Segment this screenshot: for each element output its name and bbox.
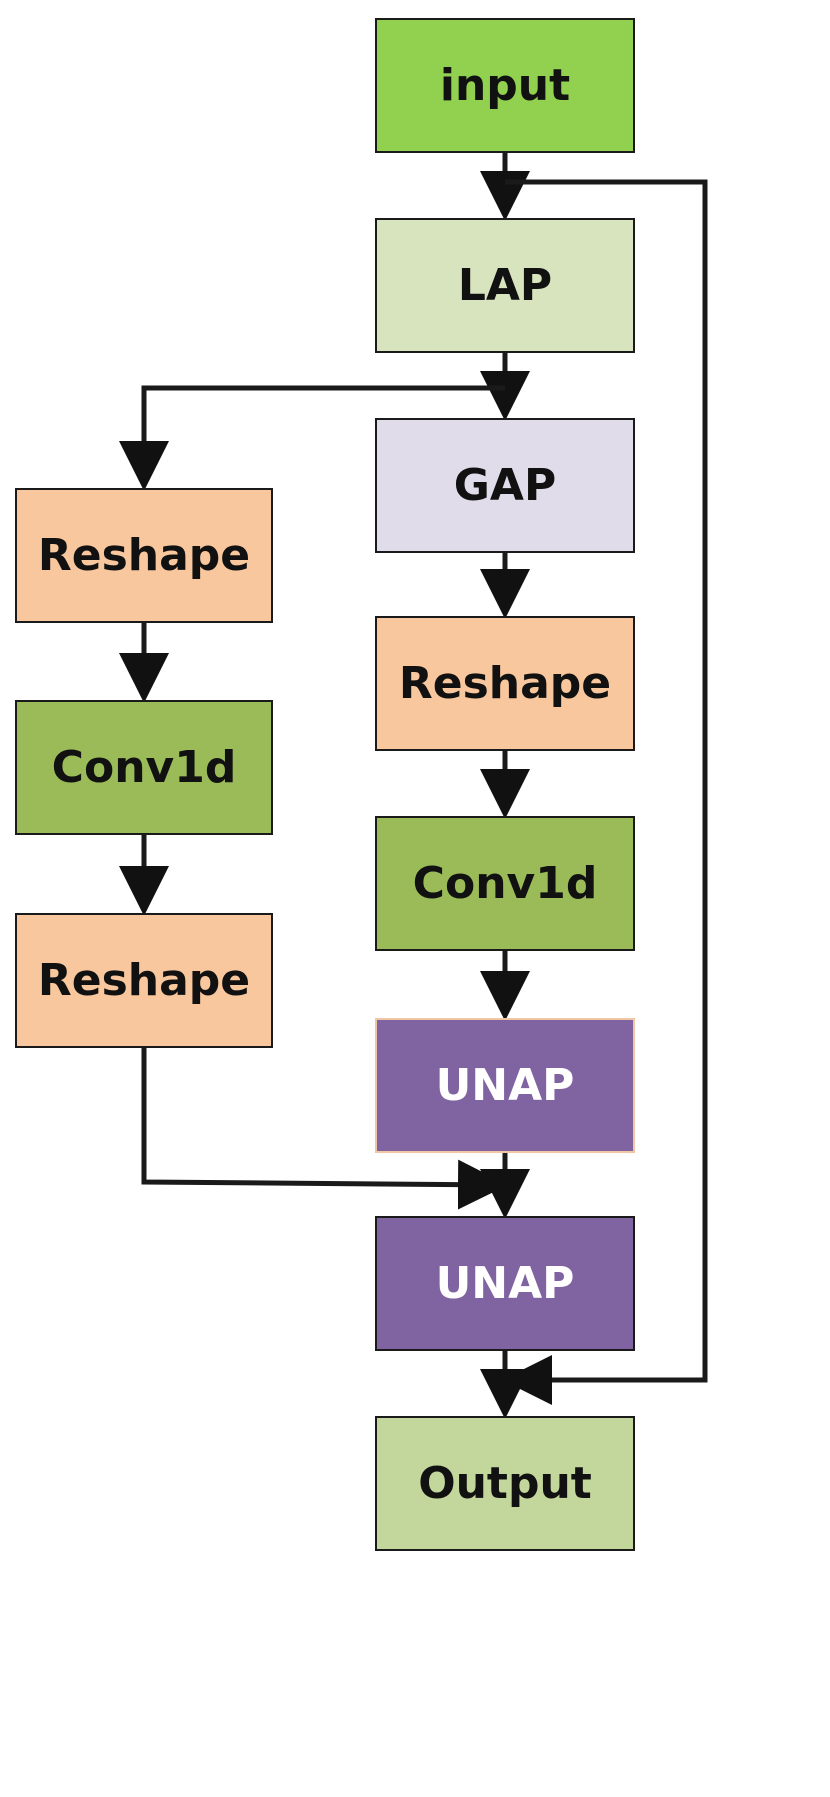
node-reshape-left-top-label: Reshape [37, 530, 251, 581]
node-gap-label: GAP [453, 460, 557, 511]
node-output-label: Output [418, 1458, 592, 1509]
node-lap: LAP [375, 218, 635, 353]
node-reshape-right: Reshape [375, 616, 635, 751]
node-reshape-left-bottom: Reshape [15, 913, 273, 1048]
node-reshape-left-top: Reshape [15, 488, 273, 623]
node-lap-label: LAP [457, 260, 553, 311]
node-gap: GAP [375, 418, 635, 553]
node-reshape-right-label: Reshape [398, 658, 612, 709]
node-input-label: input [439, 60, 571, 111]
node-reshape-left-bottom-label: Reshape [37, 955, 251, 1006]
arrow-input-to-output [502, 179, 708, 1405]
arrow-reshape-left-bottom-to-unap-2 [141, 1048, 508, 1210]
node-output: Output [375, 1416, 635, 1551]
node-conv1d-left: Conv1d [15, 700, 273, 835]
node-conv1d-right: Conv1d [375, 816, 635, 951]
node-conv1d-left-label: Conv1d [51, 742, 237, 793]
node-conv1d-right-label: Conv1d [412, 858, 598, 909]
node-unap-2-label: UNAP [435, 1258, 575, 1309]
arrow-lap-to-reshape-left-top [119, 385, 505, 491]
node-unap-1-label: UNAP [435, 1060, 575, 1111]
edge-layer [119, 153, 708, 1419]
node-input: input [375, 18, 635, 153]
node-unap-1: UNAP [375, 1018, 635, 1153]
node-unap-2: UNAP [375, 1216, 635, 1351]
